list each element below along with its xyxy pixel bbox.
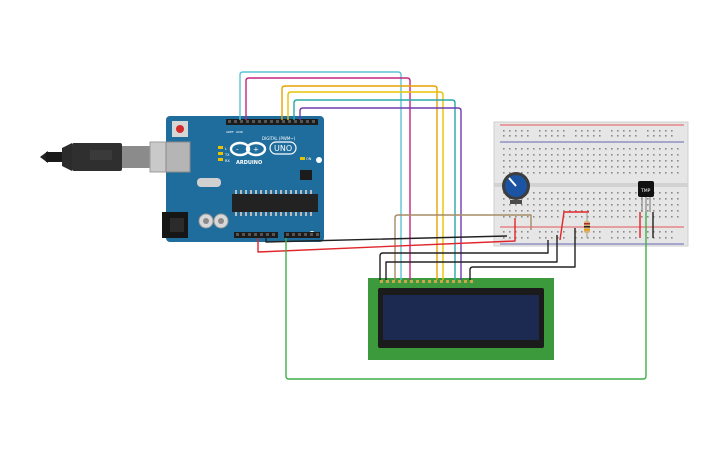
- breadboard-holes: [503, 130, 679, 239]
- digital-header-label: DIGITAL (PWM~): [262, 136, 296, 141]
- led-rx-label: RX: [225, 159, 230, 163]
- lcd-pin-row: [380, 280, 473, 283]
- tmp-sensor[interactable]: TMP: [638, 181, 654, 212]
- wire-magenta[interactable]: [245, 77, 411, 280]
- usb-socket: [165, 141, 191, 173]
- arduino-logo-icon: - +: [229, 141, 267, 157]
- wire-black[interactable]: [385, 235, 558, 280]
- wire-purple[interactable]: [299, 107, 462, 280]
- power-header-label: POWER: [256, 245, 271, 250]
- wire-brown[interactable]: [394, 214, 532, 280]
- pin-aref-label: AREF: [226, 130, 234, 134]
- arduino-uno-board[interactable]: - + ARDUINO UNO L TX RX ON DIGITAL (PWM~…: [162, 116, 324, 250]
- atmega-chip: [232, 194, 318, 212]
- resistor[interactable]: [584, 213, 590, 238]
- wire-black[interactable]: [469, 228, 576, 280]
- model-label: UNO: [274, 144, 292, 153]
- analog-header: [284, 232, 320, 238]
- wire-cyan[interactable]: [239, 71, 402, 280]
- wire-green[interactable]: [285, 212, 647, 380]
- potentiometer[interactable]: [502, 172, 530, 204]
- wires: [239, 71, 654, 380]
- lcd-display[interactable]: [368, 278, 554, 360]
- crystal: [197, 178, 221, 187]
- analog-header-label: ANALOG IN: [290, 245, 312, 250]
- led-on-label: ON: [306, 157, 312, 161]
- wire-red[interactable]: [257, 218, 516, 253]
- wire-teal[interactable]: [293, 99, 456, 280]
- mounting-hole: [316, 157, 322, 163]
- led-tx-label: TX: [224, 153, 230, 157]
- svg-text:+: +: [253, 146, 259, 154]
- wire-black[interactable]: [265, 235, 508, 243]
- tmp-sensor-label: TMP: [640, 188, 651, 194]
- lcd-screen: [383, 295, 539, 340]
- svg-text:-: -: [236, 146, 239, 154]
- led-l-label: L: [225, 147, 227, 151]
- wire-yellow[interactable]: [287, 91, 444, 280]
- wire-orange[interactable]: [281, 85, 438, 280]
- icsp-header: [300, 170, 312, 180]
- pin-gnd-label: GND: [236, 130, 244, 134]
- brand-label: ARDUINO: [236, 160, 262, 166]
- wire-red[interactable]: [559, 211, 589, 241]
- wire-black[interactable]: [379, 240, 549, 280]
